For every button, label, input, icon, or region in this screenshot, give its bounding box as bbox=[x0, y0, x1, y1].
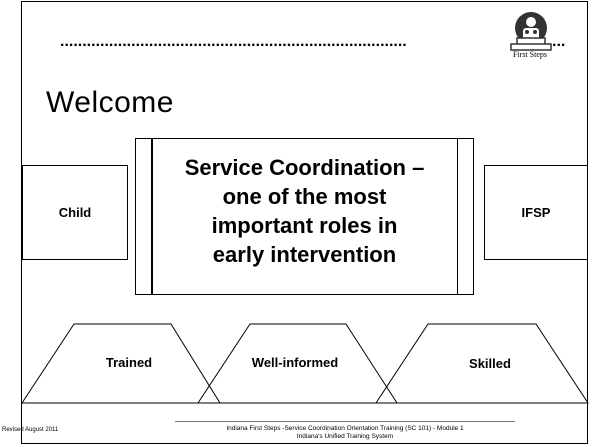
footer-revised-date: Revised August 2011 bbox=[2, 427, 59, 433]
center-line-2: one of the most bbox=[222, 184, 387, 209]
footer-credits: Indiana First Steps -Service Coordinatio… bbox=[150, 425, 540, 441]
trained-label: Trained bbox=[105, 355, 153, 370]
center-line-1: Service Coordination – bbox=[184, 155, 425, 180]
child-box: Child bbox=[22, 165, 128, 260]
service-coordination-text: Service Coordination – one of the most i… bbox=[153, 153, 456, 269]
box-right-bar bbox=[456, 139, 458, 294]
center-line-3: important roles in bbox=[211, 213, 398, 238]
footer-credit-line-1: Indiana First Steps -Service Coordinatio… bbox=[226, 425, 464, 432]
ifsp-box-label: IFSP bbox=[521, 205, 551, 220]
page-title: Welcome bbox=[46, 86, 174, 119]
box-left-bar bbox=[151, 139, 153, 294]
center-line-4: early intervention bbox=[212, 242, 397, 267]
first-steps-logo-icon bbox=[510, 12, 552, 51]
header-dotted-rule: ........................................… bbox=[60, 33, 407, 50]
service-coordination-box: Service Coordination – one of the most i… bbox=[135, 138, 474, 295]
well-informed-label: Well-informed bbox=[251, 355, 339, 370]
logo-caption: First Steps bbox=[512, 50, 547, 59]
ifsp-box: IFSP bbox=[484, 165, 588, 260]
footer-divider bbox=[175, 421, 515, 422]
child-box-label: Child bbox=[58, 205, 92, 220]
skilled-label: Skilled bbox=[469, 356, 511, 371]
header-dotted-rule-end: ... bbox=[552, 33, 566, 50]
footer-credit-line-2: Indiana's Unified Training System bbox=[296, 433, 394, 440]
